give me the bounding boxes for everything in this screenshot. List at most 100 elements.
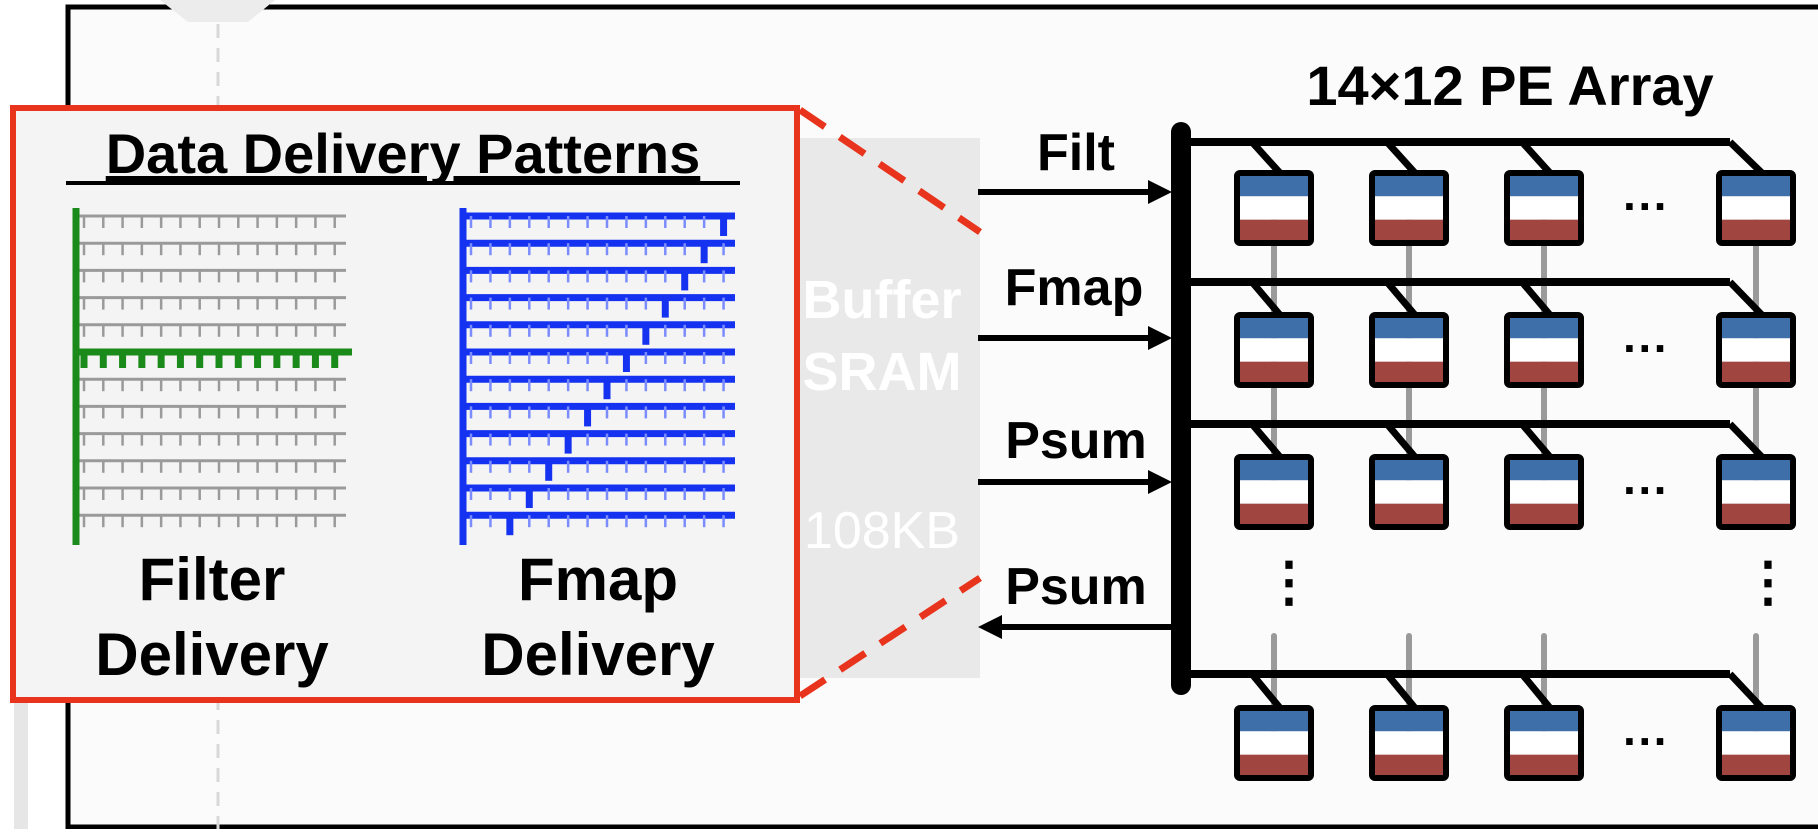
buffer-size: 108KB — [804, 502, 960, 560]
pe-top-band — [1372, 457, 1446, 481]
pe-column-ellipsis: ⋮ — [1262, 552, 1316, 612]
pe-middle-band — [1507, 196, 1581, 220]
pe-cell — [1369, 312, 1449, 388]
pe-middle-band — [1237, 196, 1311, 220]
pe-connector — [1384, 279, 1418, 318]
pe-top-band — [1719, 708, 1793, 732]
pe-bottom-band — [1719, 219, 1793, 243]
pe-top-band — [1372, 708, 1446, 732]
pe-connector — [1519, 279, 1553, 318]
pe-cell — [1234, 705, 1314, 781]
pe-bottom-band — [1372, 754, 1446, 778]
pe-top-band — [1372, 173, 1446, 197]
pe-cell — [1234, 454, 1314, 530]
pe-top-band — [1507, 315, 1581, 339]
pe-bottom-band — [1372, 361, 1446, 385]
pe-bottom-band — [1507, 754, 1581, 778]
pe-grid: ············⋮⋮ — [1181, 138, 1796, 781]
pe-connector — [1384, 139, 1418, 176]
pe-connector — [1519, 421, 1553, 460]
pe-top-band — [1719, 457, 1793, 481]
pe-array-title: 14×12 PE Array — [1306, 54, 1713, 117]
pe-cell — [1504, 705, 1584, 781]
pe-connector — [1727, 139, 1765, 176]
pe-bottom-band — [1237, 361, 1311, 385]
pe-top-band — [1507, 457, 1581, 481]
pe-cell — [1504, 454, 1584, 530]
pe-bottom-band — [1372, 503, 1446, 527]
pe-connector — [1519, 139, 1553, 176]
pe-top-band — [1237, 315, 1311, 339]
filter-label-line-2: Delivery — [95, 621, 329, 688]
pe-middle-band — [1719, 196, 1793, 220]
fmap-delivery-pattern — [459, 208, 735, 545]
pe-middle-band — [1719, 480, 1793, 504]
pe-cell — [1716, 705, 1796, 781]
pe-connector — [1249, 279, 1283, 318]
pe-bottom-band — [1237, 219, 1311, 243]
pe-middle-band — [1719, 338, 1793, 362]
pe-bottom-band — [1507, 361, 1581, 385]
pe-top-band — [1719, 173, 1793, 197]
inset-title: Data Delivery Patterns — [106, 122, 701, 185]
pe-bottom-band — [1719, 503, 1793, 527]
pe-cell — [1716, 312, 1796, 388]
pe-bottom-band — [1719, 754, 1793, 778]
pe-middle-band — [1237, 338, 1311, 362]
pe-row-ellipsis: ··· — [1623, 322, 1669, 374]
pe-middle-band — [1237, 731, 1311, 755]
pe-cell — [1369, 454, 1449, 530]
pe-top-band — [1507, 173, 1581, 197]
pe-bottom-band — [1372, 219, 1446, 243]
pe-row-ellipsis: ··· — [1623, 715, 1669, 767]
fmap-arrow-head — [1148, 326, 1172, 350]
data-delivery-inset: Data Delivery Patterns Filter Delivery F… — [10, 105, 800, 703]
buffer-name-line-1: Buffer — [803, 270, 962, 330]
pe-connector — [1249, 421, 1283, 460]
fmap-label-line-1: Fmap — [518, 546, 678, 613]
pe-cell — [1369, 705, 1449, 781]
pe-cell — [1716, 454, 1796, 530]
pe-middle-band — [1372, 338, 1446, 362]
pe-row-ellipsis: ··· — [1623, 180, 1669, 232]
pe-middle-band — [1237, 480, 1311, 504]
pe-cell — [1369, 170, 1449, 246]
pe-middle-band — [1372, 196, 1446, 220]
pe-middle-band — [1372, 731, 1446, 755]
background-left-bar — [14, 690, 28, 829]
pe-connector — [1249, 671, 1283, 711]
pe-connector — [1727, 421, 1765, 460]
pe-bottom-band — [1237, 754, 1311, 778]
pe-top-band — [1237, 173, 1311, 197]
filter-delivery-pattern — [72, 208, 352, 545]
signal-label-psum-in: Psum — [1005, 412, 1147, 470]
signal-arrows: Filt Fmap Psum Psum — [978, 124, 1178, 639]
pe-cell — [1504, 170, 1584, 246]
pe-column-ellipsis: ⋮ — [1741, 552, 1795, 612]
pe-cell — [1716, 170, 1796, 246]
pe-top-band — [1507, 708, 1581, 732]
pe-top-band — [1719, 315, 1793, 339]
buffer-sram-block: Buffer SRAM 108KB — [798, 138, 980, 678]
pe-cell — [1234, 312, 1314, 388]
pe-connector — [1384, 671, 1418, 711]
pe-top-band — [1237, 457, 1311, 481]
pe-array: 14×12 PE Array ············⋮⋮ — [1171, 54, 1796, 781]
callout-line-top — [798, 107, 982, 235]
pe-connector — [1727, 279, 1765, 318]
buffer-name-line-2: SRAM — [803, 342, 962, 402]
signal-label-fmap: Fmap — [1005, 259, 1144, 317]
pe-top-band — [1372, 315, 1446, 339]
signal-label-psum-out: Psum — [1005, 558, 1147, 616]
signal-label-filt: Filt — [1037, 124, 1115, 182]
pe-middle-band — [1507, 480, 1581, 504]
pe-connector — [1384, 421, 1418, 460]
background-arrow-head — [160, 0, 275, 22]
pe-middle-band — [1507, 338, 1581, 362]
pe-connector — [1519, 671, 1553, 711]
pe-top-band — [1237, 708, 1311, 732]
pe-middle-band — [1719, 731, 1793, 755]
pe-connector — [1727, 671, 1765, 711]
